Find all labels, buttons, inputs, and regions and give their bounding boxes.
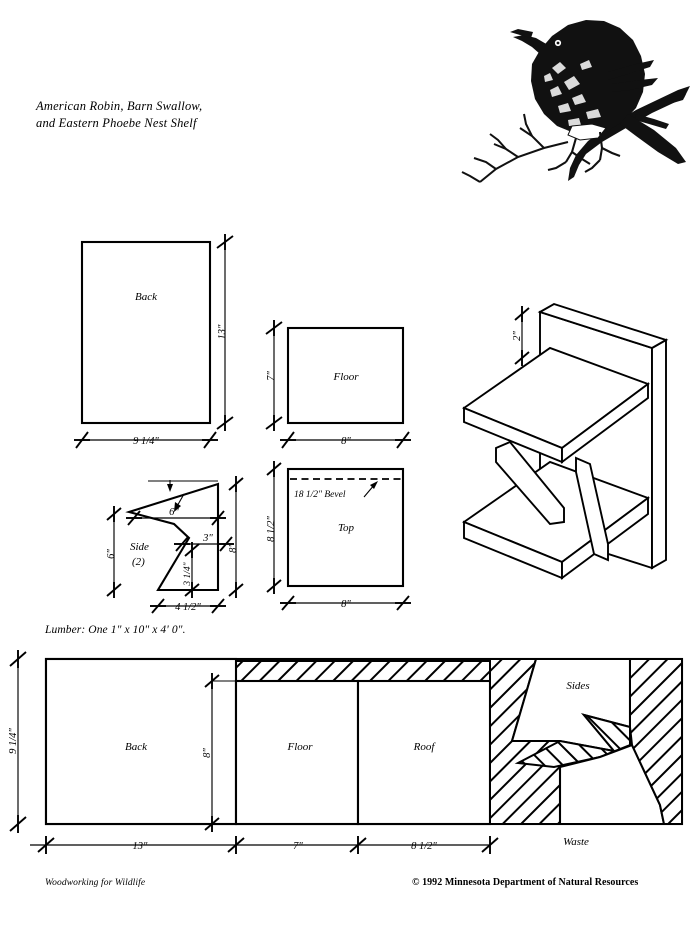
assembly-isometric-view: 2" [462, 302, 669, 580]
layout-label-roof: Roof [413, 741, 437, 753]
layout-label-sides: Sides [566, 680, 589, 692]
page-title-line1: American Robin, Barn Swallow, [36, 99, 203, 113]
robin-illustration [461, 20, 690, 183]
page-title: American Robin, Barn Swallow, and Easter… [36, 98, 296, 132]
assembly-gap-dim: 2" [512, 331, 523, 341]
part-side-diagram: 6" 3" 3 1/4" 6" 8" [106, 476, 244, 614]
side-slope-arrow2 [174, 493, 185, 512]
part-floor-shape [286, 326, 405, 425]
part-top-height-dim: 8 1/2" [266, 516, 277, 542]
part-top-shape [286, 467, 405, 588]
part-side-upper-dim: 6" [169, 507, 179, 518]
part-back-height-dim: 13" [217, 324, 228, 340]
layout-roof-length-dim: 8 1/2" [411, 841, 437, 852]
page-title-line2: and Eastern Phoebe Nest Shelf [36, 116, 197, 130]
part-side-shape [125, 482, 220, 592]
part-top-bevel-label: 18 1/2" Bevel [294, 490, 346, 500]
layout-piece-floor [234, 679, 360, 826]
part-back-shape [80, 240, 212, 425]
lumber-note: Lumber: One 1" x 10" x 4' 0". [45, 624, 186, 636]
layout-back-length-dim: 13" [133, 841, 149, 852]
assembly-side-support-right [575, 456, 609, 562]
part-back-width-dim: 9 1/4" [133, 436, 159, 447]
assembly-back-board-edge [651, 338, 667, 570]
part-back-diagram: Back 13" 9 1/4" [74, 234, 234, 449]
part-top-label: Top [338, 522, 355, 534]
layout-piece-back [44, 657, 238, 826]
part-top-width-dim: 8" [341, 599, 351, 610]
part-side-right-dim: 8" [228, 543, 239, 553]
assembly-side-support-left [495, 440, 565, 526]
layout-waste-right [629, 658, 683, 825]
part-side-height-dim: 6" [106, 549, 117, 559]
footer-copyright: © 1992 Minnesota Department of Natural R… [412, 877, 639, 888]
part-top-diagram: 18 1/2" Bevel Top 8 1/2" 8" [266, 461, 411, 611]
part-back-label: Back [135, 291, 158, 303]
part-floor-height-dim: 7" [266, 371, 277, 381]
layout-board-height-dim: 9 1/4" [8, 728, 19, 754]
part-floor-diagram: Floor 7" 8" [265, 320, 411, 449]
layout-label-back: Back [125, 741, 148, 753]
side-slope-arrow [167, 480, 173, 492]
layout-waste-strip [235, 660, 491, 682]
footer-series-title: Woodworking for Wildlife [45, 878, 146, 888]
assembly-roof-side [561, 382, 649, 464]
layout-inner-height-dim: 8" [202, 748, 213, 758]
part-side-quantity: (2) [132, 556, 145, 568]
part-side-notch-depth-dim: 3 1/4" [183, 561, 193, 586]
assembly-back-board-top [537, 302, 669, 350]
cutting-layout-diagram: Back Floor Roof Sides Waste 8" 9 1/4 [8, 650, 684, 854]
bevel-arrow [363, 481, 378, 498]
layout-piece-roof [356, 679, 492, 826]
layout-label-waste: Waste [563, 836, 589, 848]
part-side-bottom-dim: 4 1/2" [175, 602, 201, 613]
layout-floor-length-dim: 7" [293, 841, 303, 852]
part-side-notch-dim: 3" [202, 533, 213, 544]
layout-label-floor: Floor [286, 741, 313, 753]
part-floor-label: Floor [332, 371, 359, 383]
part-floor-width-dim: 8" [341, 436, 351, 447]
part-side-label: Side [130, 541, 149, 553]
